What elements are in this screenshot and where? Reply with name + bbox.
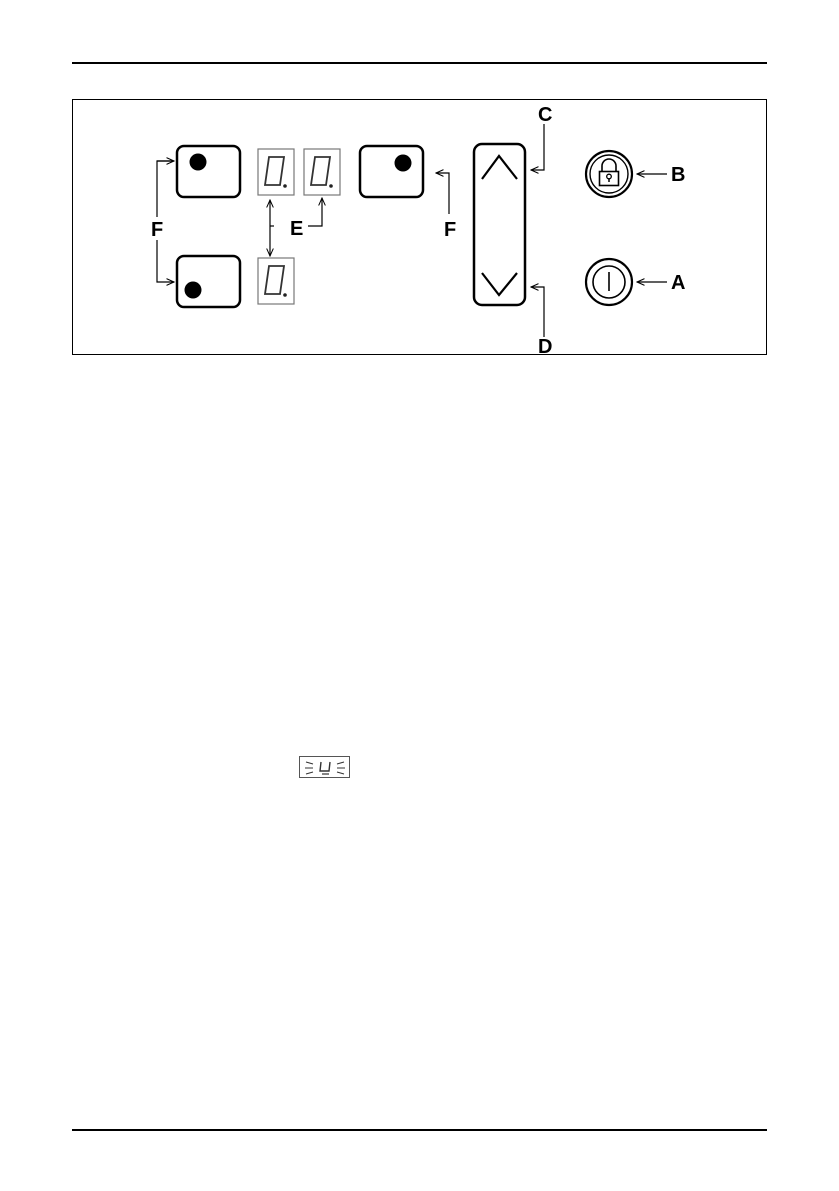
leader-f-right: [436, 173, 449, 214]
leader-c: [531, 124, 544, 170]
slider-control[interactable]: [474, 144, 525, 305]
lock-button[interactable]: [586, 151, 632, 197]
label-c: C: [538, 104, 552, 126]
label-f-right: F: [444, 219, 456, 241]
label-d: D: [538, 336, 552, 356]
leader-d: [531, 287, 544, 337]
label-e: E: [290, 218, 303, 240]
leader-e-top-right: [308, 198, 322, 226]
zone-button-top-right[interactable]: [360, 146, 423, 197]
header-rule: [72, 62, 767, 64]
display-top-right: [304, 149, 340, 195]
leader-f-bottom: [157, 240, 174, 282]
control-panel-diagram: F F E C D B A: [72, 99, 767, 355]
leader-f-top: [157, 161, 172, 217]
display-bottom: [258, 258, 294, 304]
zone-button-top-left[interactable]: [177, 146, 240, 197]
power-button[interactable]: [586, 259, 632, 305]
blinking-u-icon: [299, 756, 350, 778]
label-a: A: [671, 272, 685, 294]
display-top-left: [258, 149, 294, 195]
zone-button-bottom-left[interactable]: [177, 256, 240, 307]
footer-rule: [72, 1129, 767, 1131]
label-f-left: F: [151, 219, 163, 241]
label-b: B: [671, 164, 685, 186]
